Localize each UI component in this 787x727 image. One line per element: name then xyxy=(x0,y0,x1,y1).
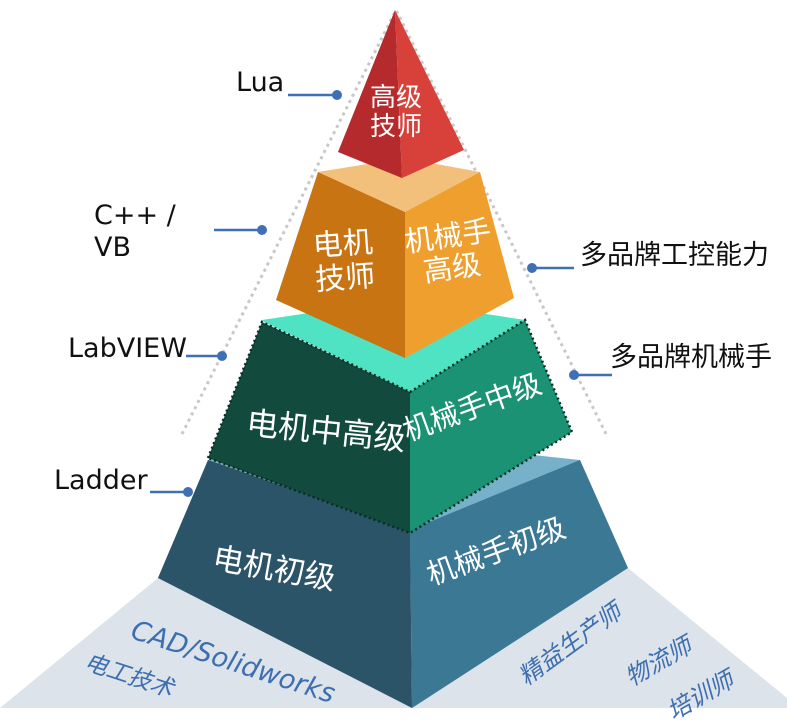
label-labview: LabVIEW xyxy=(68,333,187,364)
middle-tier-right xyxy=(410,320,572,533)
upper-tier-right xyxy=(405,172,514,358)
label-cpp-vb: C++ / VB xyxy=(94,200,176,263)
connector-labview xyxy=(186,351,227,361)
middle-tier-left xyxy=(208,322,410,533)
pyramid-diagram: 高级 技师 电机 技师 机械手 高级 电机中高级 机械手中级 电机初级 机械手初… xyxy=(0,6,787,726)
label-ladder: Ladder xyxy=(54,465,148,496)
connector-multi-brand-control xyxy=(527,263,574,273)
upper-tier-top xyxy=(318,158,480,212)
label-multi-brand-robot: 多品牌机械手 xyxy=(610,342,772,373)
label-multi-brand-control: 多品牌工控能力 xyxy=(580,240,769,271)
top-tier-left xyxy=(338,10,402,178)
pyramid-graphic xyxy=(0,6,787,708)
connector-multi-brand-robot xyxy=(569,370,612,380)
upper-left-face-text: 电机 技师 xyxy=(311,224,377,298)
bottom-tier-left xyxy=(158,460,412,708)
bottom-tier-right xyxy=(410,460,628,708)
label-lua: Lua xyxy=(236,67,285,98)
connector-cpp-vb xyxy=(214,225,267,235)
upper-tier-left xyxy=(276,172,405,358)
top-tier-right xyxy=(395,10,464,178)
connector-ladder xyxy=(150,487,193,497)
top-tier-text: 高级 技师 xyxy=(369,83,422,143)
middle-tier-dotted-edge xyxy=(206,318,574,535)
connector-lua xyxy=(288,90,342,100)
